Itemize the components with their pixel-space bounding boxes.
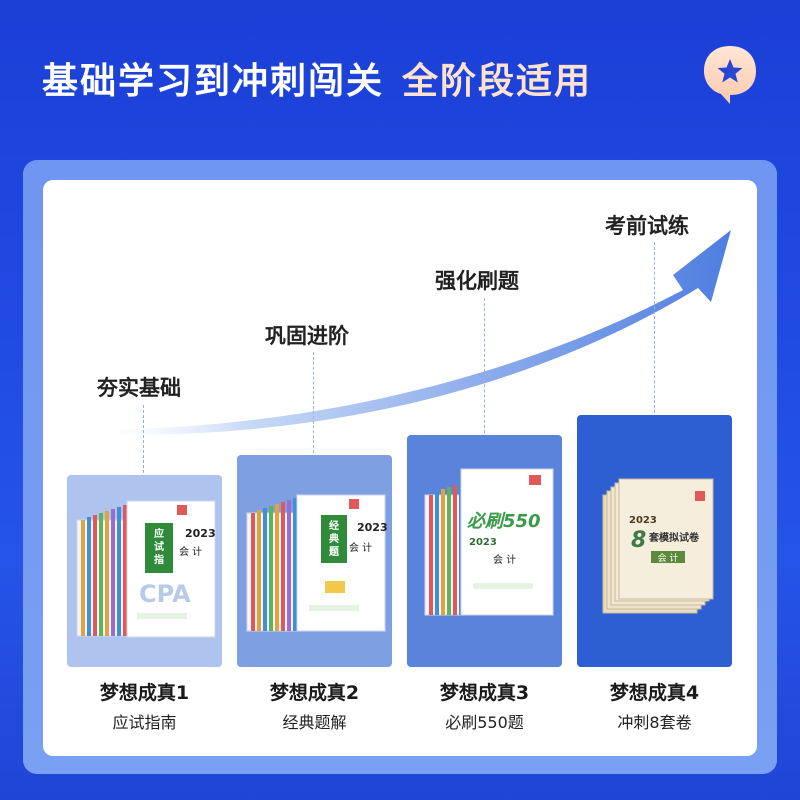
svg-text:2023: 2023 — [185, 527, 216, 540]
book-card-3[interactable]: 必刷550 2023 会 计 — [407, 435, 562, 667]
svg-text:会 计: 会 计 — [493, 553, 516, 566]
svg-text:2023: 2023 — [469, 537, 497, 548]
book-card-4[interactable]: 2023 8 套模拟试卷 会 计 — [577, 415, 732, 667]
book-stack-image-2: 经 典 题 2023 会 计 — [246, 494, 388, 632]
svg-text:题: 题 — [329, 546, 340, 558]
svg-text:会 计: 会 计 — [658, 552, 679, 564]
book-card-2[interactable]: 经 典 题 2023 会 计 — [237, 455, 392, 667]
book-subtitle-2: 经典题解 — [282, 713, 347, 732]
book-name-4: 梦想成真4 — [609, 682, 700, 704]
svg-text:会 计: 会 计 — [179, 545, 202, 558]
svg-text:指: 指 — [154, 553, 164, 566]
book-stack-image-4: 2023 8 套模拟试卷 会 计 — [602, 478, 714, 614]
book-subtitle-1: 应试指南 — [112, 713, 177, 732]
dash-line-4 — [654, 242, 655, 413]
svg-text:经: 经 — [329, 519, 339, 532]
star-bubble-icon — [704, 46, 756, 104]
stage-label-1: 夯实基础 — [97, 376, 181, 400]
book-name-1: 梦想成真1 — [99, 682, 190, 704]
caption-4: 梦想成真4 冲刺8套卷 — [577, 678, 732, 733]
svg-text:会 计: 会 计 — [349, 541, 372, 554]
page-title: 基础学习到冲刺闯关全阶段适用 — [42, 52, 592, 104]
book-subtitle-4: 冲刺8套卷 — [617, 713, 692, 732]
svg-text:8: 8 — [631, 528, 646, 553]
progress-arrow — [83, 230, 731, 435]
stage-label-2: 巩固进阶 — [265, 324, 349, 348]
title-main: 基础学习到冲刺闯关 — [42, 61, 385, 102]
svg-text:CPA: CPA — [139, 580, 191, 608]
book-subtitle-3: 必刷550题 — [445, 713, 524, 732]
svg-text:套模拟试卷: 套模拟试卷 — [648, 531, 700, 544]
svg-text:应: 应 — [154, 527, 164, 540]
caption-2: 梦想成真2 经典题解 — [237, 678, 392, 733]
stage-label-4: 考前试练 — [605, 214, 689, 238]
book-card-1[interactable]: 应 试 指 2023 会 计 CPA — [67, 475, 222, 667]
svg-text:2023: 2023 — [357, 521, 388, 534]
svg-text:必刷550: 必刷550 — [467, 511, 541, 532]
book-name-2: 梦想成真2 — [269, 682, 360, 704]
caption-1: 梦想成真1 应试指南 — [67, 678, 222, 733]
svg-text:2023: 2023 — [629, 515, 657, 526]
book-stack-image-3: 必刷550 2023 会 计 — [424, 468, 554, 616]
svg-text:试: 试 — [154, 540, 164, 553]
book-name-3: 梦想成真3 — [439, 682, 530, 704]
dash-line-1 — [143, 405, 144, 473]
content-panel: 夯实基础 巩固进阶 强化刷题 考前试练 应 试 指 2023 — [43, 180, 757, 756]
book-stack-image-1: 应 试 指 2023 会 计 CPA — [76, 500, 216, 638]
caption-3: 梦想成真3 必刷550题 — [407, 678, 562, 733]
dash-line-3 — [484, 298, 485, 433]
stage-label-3: 强化刷题 — [435, 269, 519, 293]
dash-line-2 — [313, 352, 314, 453]
title-highlight: 全阶段适用 — [402, 61, 593, 102]
svg-text:典: 典 — [329, 532, 339, 545]
